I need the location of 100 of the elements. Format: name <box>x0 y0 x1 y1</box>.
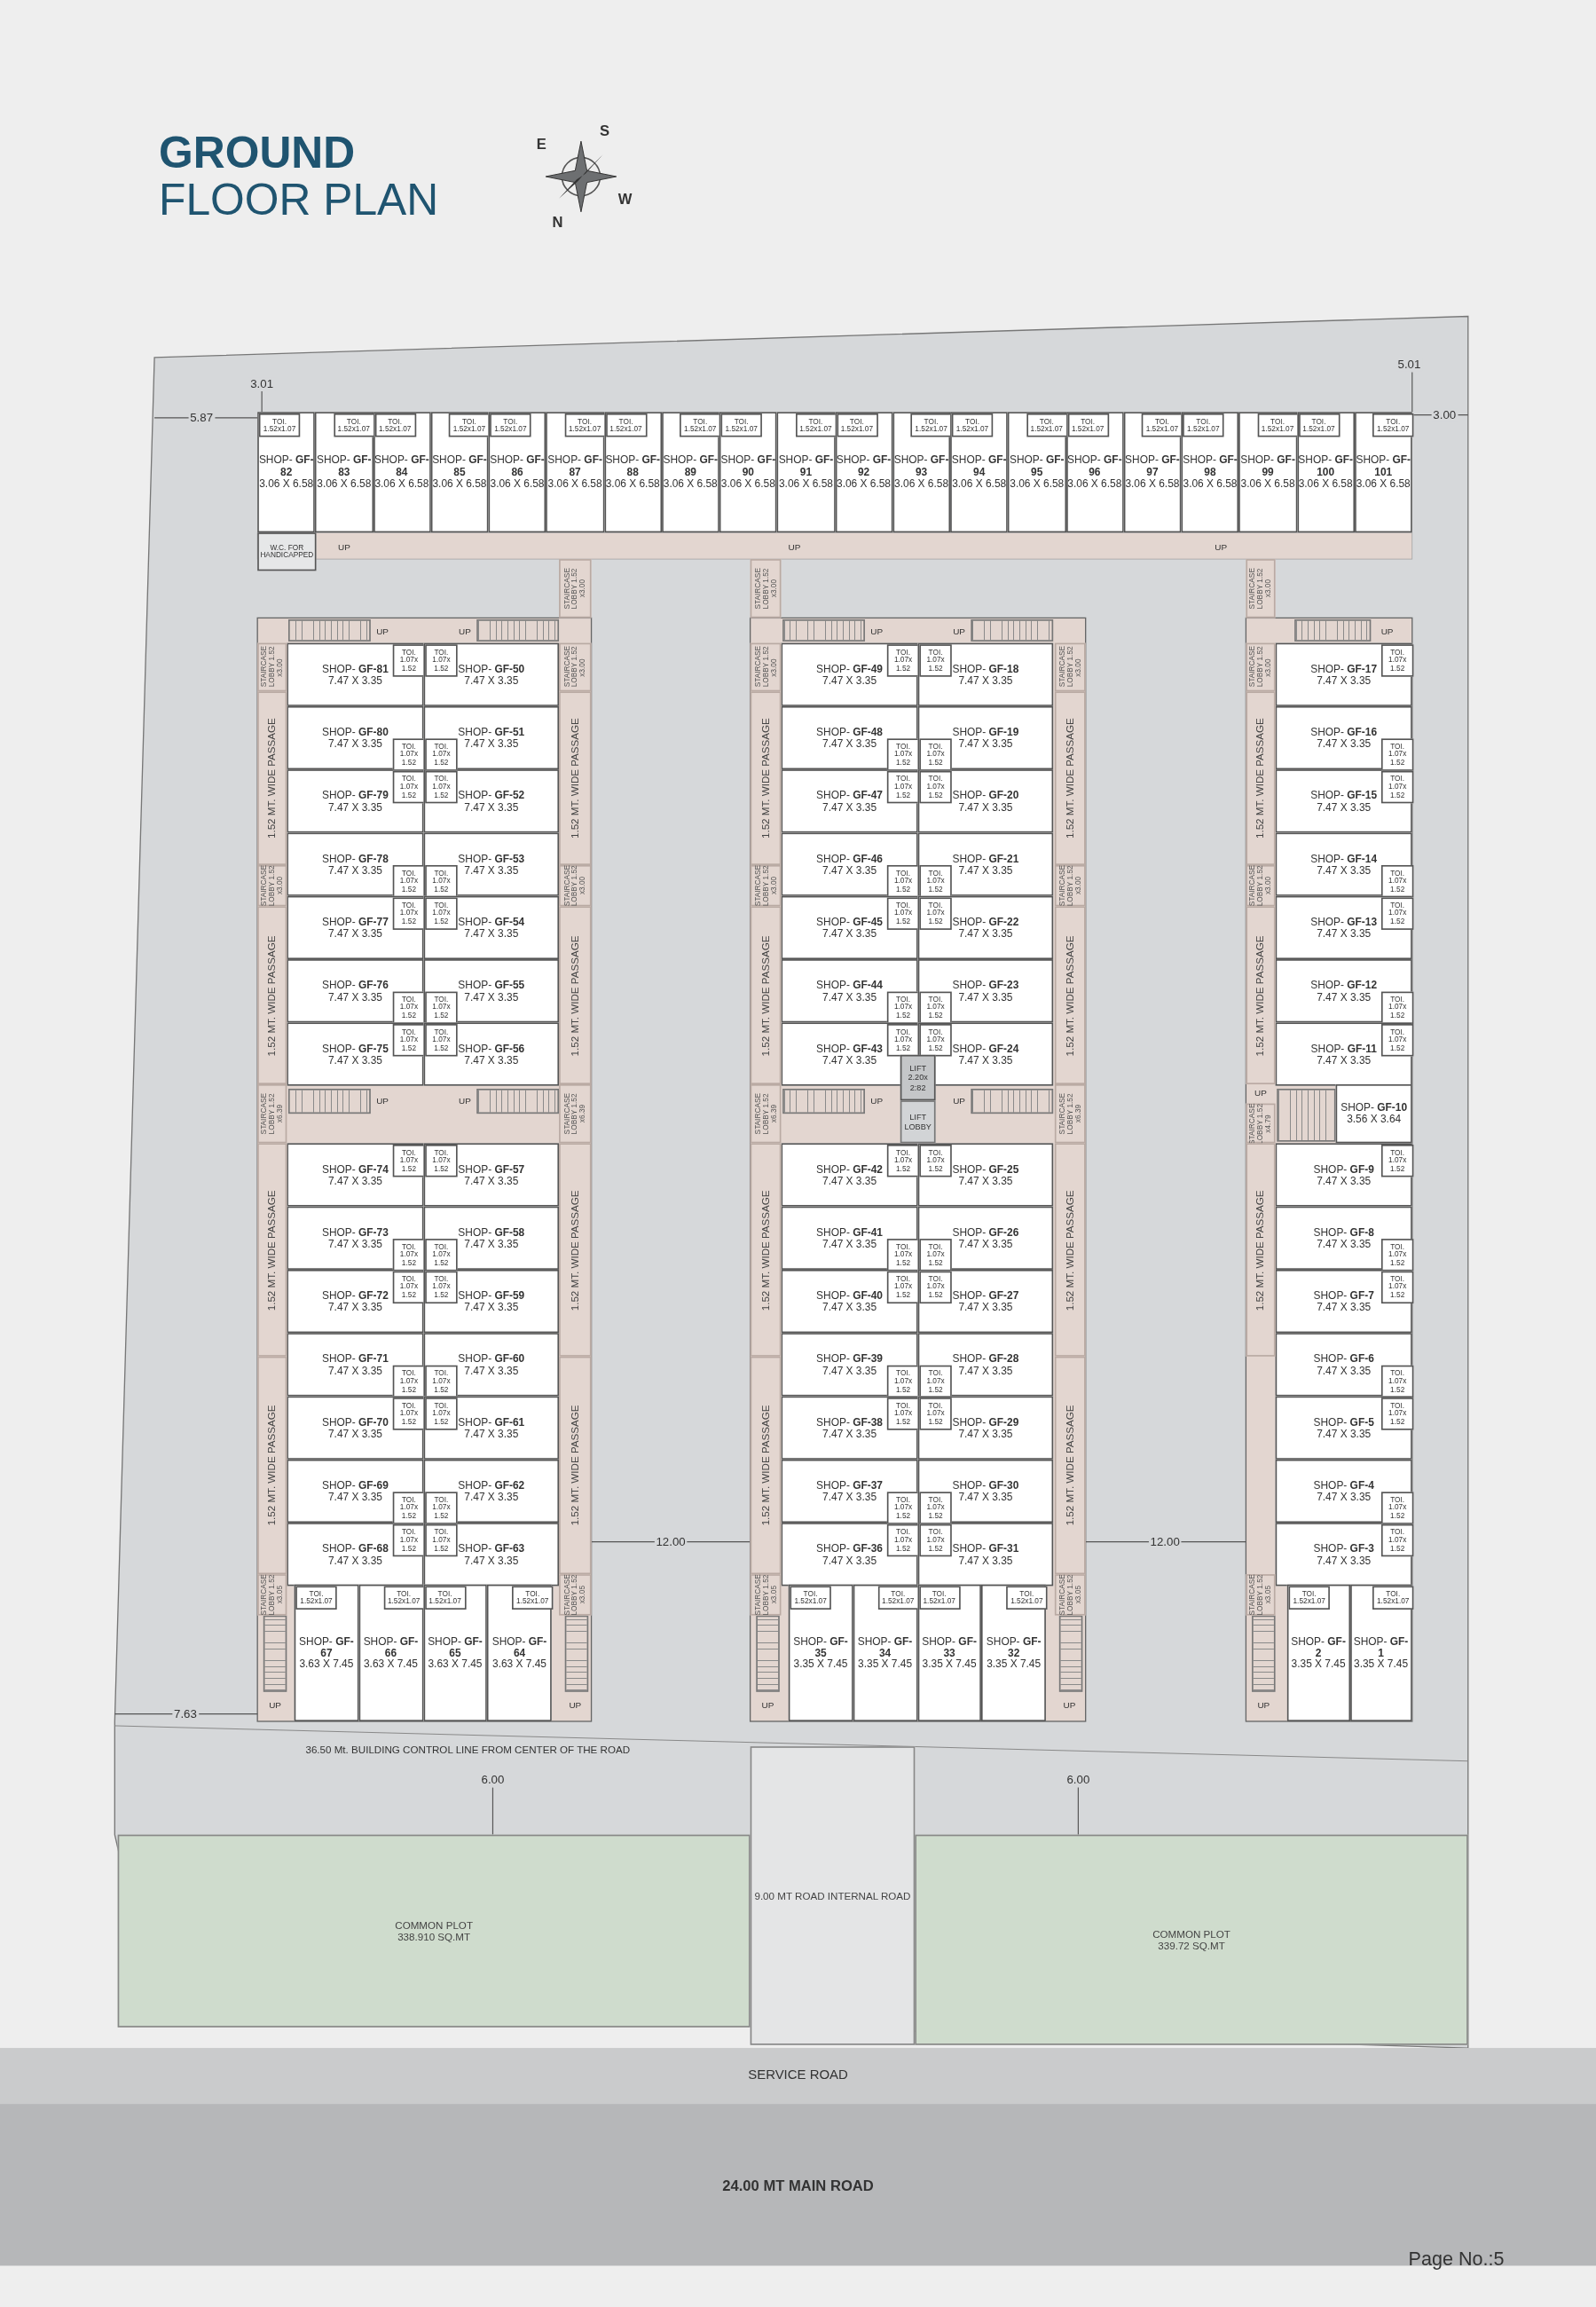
shop-number: SHOP- GF-95 <box>1009 454 1065 478</box>
lobby-label: STAIRCASE LOBBY 1.52 x3.00 <box>563 645 587 690</box>
shop-room <box>917 642 1054 706</box>
shop-size: 7.47 X 3.35 <box>1317 737 1372 750</box>
passage <box>559 906 592 1084</box>
toilet-label: TOI. 1.52x1.07 <box>1029 417 1064 433</box>
shop-number: SHOP- GF-3 <box>1313 1542 1374 1555</box>
passage-label: 1.52 MT. WIDE PASSAGE <box>266 718 278 839</box>
toilet-label: TOI. 1.52x1.07 <box>1376 417 1411 433</box>
shop-size: 3.06 X 6.58 <box>720 477 775 490</box>
toilet-label: TOI. 1.07x 1.52 <box>398 996 420 1020</box>
toilet-label: TOI. 1.07x 1.52 <box>925 1496 946 1520</box>
shop-size: 3.06 X 6.58 <box>1183 477 1238 490</box>
shop-room <box>781 1396 918 1460</box>
shop-room <box>1335 1084 1412 1144</box>
shop-size: 7.47 X 3.35 <box>1317 800 1372 813</box>
toilet-room <box>919 1398 952 1430</box>
shop-size: 3.06 X 6.58 <box>259 477 314 490</box>
toilet-label: TOI. 1.52x1.07 <box>955 417 990 433</box>
toilet-label: TOI. 1.07x 1.52 <box>398 776 420 799</box>
shop-number: SHOP- GF-33 <box>921 1635 978 1659</box>
shop-size: 7.47 X 3.35 <box>822 674 877 687</box>
toilet-label: TOI. 1.07x 1.52 <box>398 1496 420 1520</box>
shop-number: SHOP- GF-99 <box>1240 454 1295 478</box>
toilet-label: TOI. 1.52x1.07 <box>1260 417 1295 433</box>
shop-room <box>917 769 1054 833</box>
toilet-room <box>1026 413 1067 437</box>
shop-number: SHOP- GF-43 <box>816 1042 883 1055</box>
toilet-room <box>425 1365 458 1398</box>
shop-room <box>487 1584 552 1721</box>
lobby-label: STAIRCASE LOBBY 1.52 x4.79 <box>1248 1102 1273 1145</box>
shop-room <box>287 642 424 706</box>
shop-size: 7.47 X 3.35 <box>1317 1428 1372 1440</box>
shop-room <box>781 959 918 1023</box>
shop-size: 7.47 X 3.35 <box>958 1428 1013 1440</box>
toilet-room <box>392 644 426 677</box>
shop-room <box>719 412 777 533</box>
shop-number: SHOP- GF-22 <box>952 916 1019 928</box>
service-road <box>0 2048 1596 2105</box>
toilet-label: TOI. 1.07x 1.52 <box>925 649 946 673</box>
toilet-label: TOI. 1.52x1.07 <box>336 417 371 433</box>
shop-size: 7.47 X 3.35 <box>327 1238 382 1250</box>
shop-size: 3.06 X 6.58 <box>547 477 602 490</box>
toilet-label: TOI. 1.07x 1.52 <box>398 1528 420 1553</box>
toilet-label: TOI. 1.07x 1.52 <box>892 1243 914 1267</box>
toilet-label: TOI. 1.52x1.07 <box>683 417 718 433</box>
shop-size: 3.35 X 7.45 <box>1354 1658 1409 1671</box>
toilet-room <box>392 770 426 804</box>
shop-number: SHOP- GF-18 <box>952 663 1019 675</box>
shop-size: 7.47 X 3.35 <box>327 737 382 750</box>
shop-number: SHOP- GF-21 <box>952 853 1019 865</box>
shop-number: SHOP- GF-60 <box>458 1352 525 1365</box>
passage <box>559 1356 592 1575</box>
lobby-label: STAIRCASE LOBBY 1.52 x6.39 <box>754 1092 778 1137</box>
shop-number: SHOP- GF-68 <box>322 1542 389 1555</box>
staircase-lobby <box>257 1084 287 1144</box>
lobby-label: STAIRCASE LOBBY 1.52 x3.00 <box>754 645 778 690</box>
shop-number: SHOP- GF-11 <box>1310 1042 1377 1055</box>
toilet-room <box>1380 738 1414 771</box>
toilet-label: TOI. 1.52x1.07 <box>609 417 643 433</box>
shop-room <box>287 895 424 960</box>
toilet-label: TOI. 1.52x1.07 <box>493 417 528 433</box>
shop-room <box>776 412 835 533</box>
shop-size: 7.47 X 3.35 <box>327 1301 382 1313</box>
passage-label: 1.52 MT. WIDE PASSAGE <box>569 718 581 839</box>
shop-room <box>781 769 918 833</box>
shop-number: SHOP- GF-23 <box>952 979 1019 991</box>
toilet-room <box>425 991 458 1025</box>
shop-number: SHOP- GF-4 <box>1313 1479 1374 1492</box>
shop-size: 7.47 X 3.35 <box>822 1554 877 1566</box>
toilet-room <box>425 738 458 771</box>
shop-room <box>423 1396 560 1460</box>
shop-size: 7.47 X 3.35 <box>958 1175 1013 1187</box>
toilet-label: TOI. 1.07x 1.52 <box>1388 1275 1408 1299</box>
passage-label: 1.52 MT. WIDE PASSAGE <box>759 718 772 839</box>
passage-label: 1.52 MT. WIDE PASSAGE <box>759 1189 772 1311</box>
toilet-room <box>919 1492 952 1524</box>
shop-room <box>1181 412 1239 533</box>
toilet-room <box>886 1398 920 1430</box>
shop-number: SHOP- GF-26 <box>952 1226 1019 1239</box>
toilet-label: TOI. 1.52x1.07 <box>839 417 875 433</box>
shop-room <box>892 412 951 533</box>
passage <box>257 691 287 865</box>
shop-number: SHOP- GF-48 <box>816 726 883 738</box>
shop-room <box>661 412 719 533</box>
toilet-room <box>392 1492 426 1524</box>
toilet-label: TOI. 1.07x 1.52 <box>431 902 452 925</box>
shop-number: SHOP- GF-16 <box>1310 726 1378 738</box>
shop-number: SHOP- GF-84 <box>374 454 429 478</box>
shop-room <box>853 1584 917 1721</box>
lobby-label: STAIRCASE LOBBY 1.52 x6.39 <box>260 1092 284 1137</box>
shop-room <box>1354 412 1412 533</box>
toilet-label: TOI. 1.07x 1.52 <box>431 649 452 673</box>
shop-number: SHOP- GF-92 <box>836 454 892 478</box>
shop-size: 7.47 X 3.35 <box>822 1364 877 1376</box>
shop-number: SHOP- GF-85 <box>432 454 487 478</box>
toilet-label: TOI. 1.07x 1.52 <box>1388 870 1408 894</box>
shop-room <box>781 1269 918 1334</box>
shop-number: SHOP- GF-41 <box>816 1226 883 1239</box>
dimension-label: 6.00 <box>481 1773 505 1787</box>
